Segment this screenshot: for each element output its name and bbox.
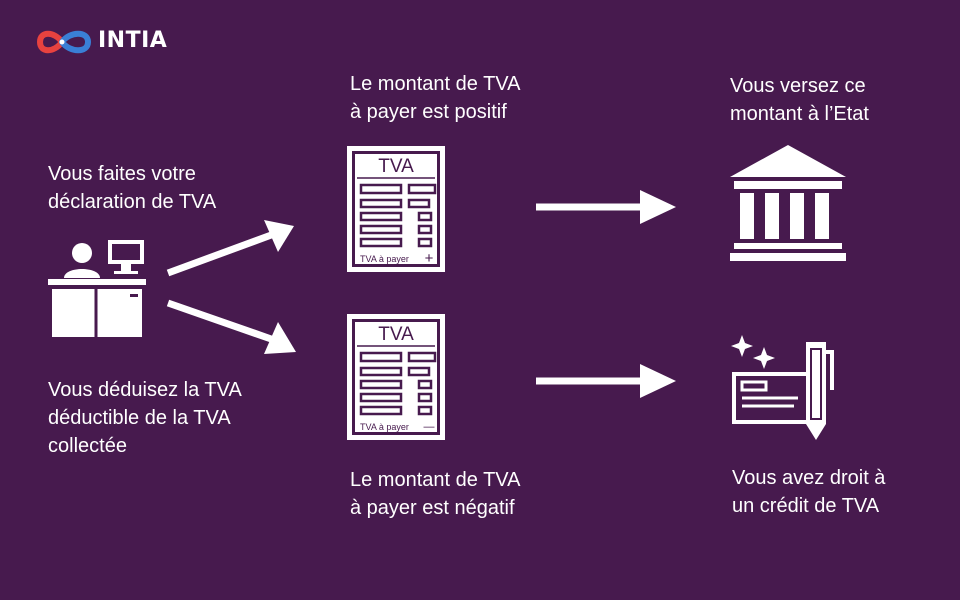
form-negative-footer: TVA à payer [360,422,409,432]
office-desk-icon [48,240,146,337]
negative-label-line-2: à payer est négatif [350,497,515,519]
positive-label-line-1: Le montant de TVA [350,73,521,95]
pay-label-line-2: montant à l’Etat [730,103,869,125]
positive-label-line-2: à payer est positif [350,101,507,123]
credit-label: Vous avez droit à un crédit de TVA [732,464,885,520]
arrow-right-positive [536,190,676,224]
deduct-label-line-3: collectée [48,435,127,457]
pay-label: Vous versez ce montant à l’Etat [730,72,869,128]
arrow-right-negative [536,364,676,398]
negative-label: Le montant de TVA à payer est négatif [350,466,520,522]
pay-label-line-1: Vous versez ce [730,75,866,97]
minus-sign: — [424,421,435,433]
deduct-label: Vous déduisez la TVA déductible de la TV… [48,376,242,460]
form-positive-title: TVA [378,156,414,177]
government-building-icon [730,145,846,261]
form-negative-title: TVA [378,324,414,345]
tva-form-negative-icon: TVA TVA à payer — [347,314,445,440]
deduct-label-line-1: Vous déduisez la TVA [48,379,242,401]
arrow-up-right [166,220,294,277]
plus-sign: + [425,250,434,267]
negative-label-line-1: Le montant de TVA [350,469,521,491]
form-positive-footer: TVA à payer [360,254,409,264]
intia-logo-icon [36,30,92,54]
cheque-pen-icon [731,335,834,440]
arrow-down-right [166,299,296,354]
start-label: Vous faites votre déclaration de TVA [48,160,216,216]
brand-name: INTIA [98,28,168,53]
credit-label-line-2: un crédit de TVA [732,495,880,517]
start-label-line-1: Vous faites votre [48,163,196,185]
credit-label-line-1: Vous avez droit à [732,467,886,489]
start-label-line-2: déclaration de TVA [48,191,217,213]
deduct-label-line-2: déductible de la TVA [48,407,231,429]
tva-form-positive-icon: TVA TVA à payer + [347,146,445,272]
positive-label: Le montant de TVA à payer est positif [350,70,520,126]
